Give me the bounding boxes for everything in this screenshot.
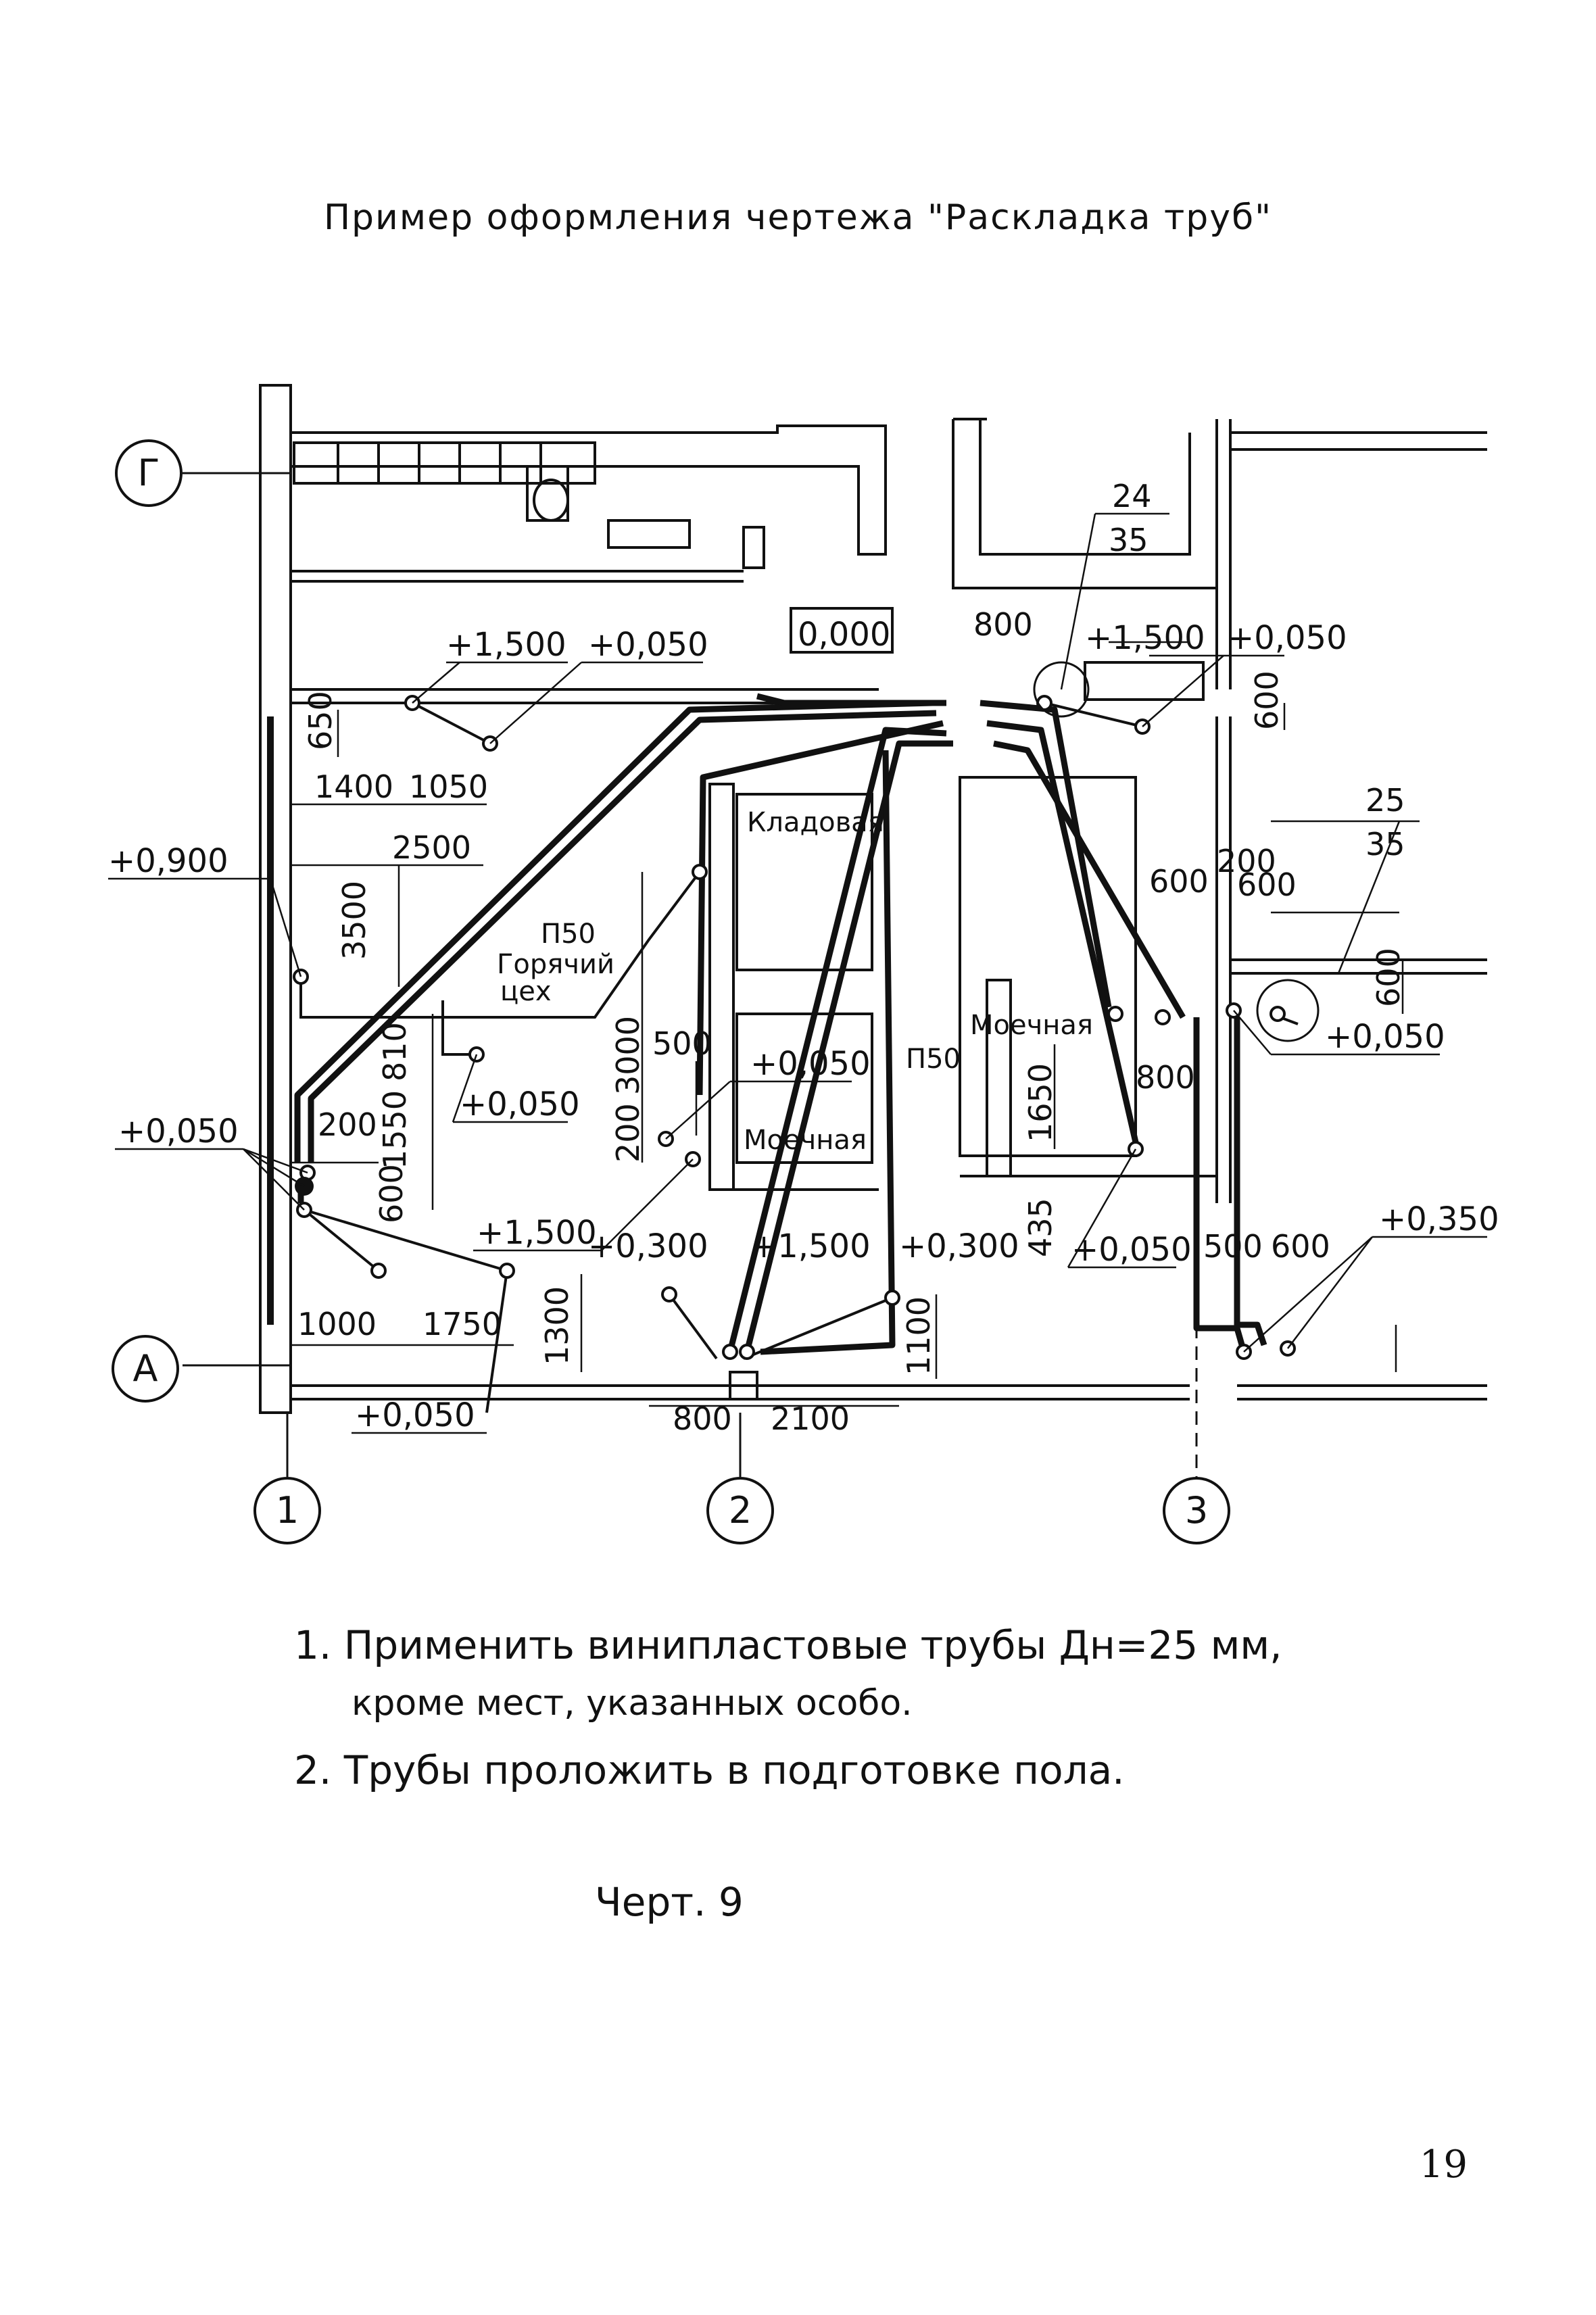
room-hot-shop-line2: цех [500, 976, 552, 1007]
elevation-label: +1,500 [750, 1227, 871, 1265]
room-wash-2-code: П50 [906, 1044, 961, 1075]
dimension-label: 600 [1249, 671, 1285, 730]
dimension-label: 1100 [900, 1296, 937, 1375]
dimension-values: 650 1400 1050 2500 3500 810 1550 200 600… [297, 606, 1407, 1437]
dimension-label: 1550 [377, 1090, 413, 1169]
elevation-label: +0,050 [118, 1113, 239, 1150]
note-line-3: 2. Трубы проложить в подготовке пола. [294, 1747, 1125, 1793]
elevation-label: +0,050 [750, 1045, 871, 1083]
fraction-bottom: 35 [1365, 826, 1405, 862]
room-wash-2: Моечная [744, 1125, 867, 1156]
drawing-caption: Черт. 9 [595, 1879, 744, 1925]
dimension-label: 3500 [336, 881, 372, 960]
dimension-label: 1400 [314, 769, 393, 805]
room-storage: Кладовая [747, 807, 884, 838]
dimension-label: 800 [1136, 1059, 1195, 1096]
dimension-label: 800 [673, 1400, 732, 1437]
note-line-2: кроме мест, указанных особо. [352, 1683, 913, 1724]
elevation-label: +0,050 [355, 1396, 475, 1434]
dimension-label: 435 [1022, 1198, 1059, 1257]
axis-label-g: Г [138, 452, 160, 494]
elevation-label: +1,500 [1085, 619, 1205, 657]
axis-marker-1 [253, 1477, 321, 1544]
dimension-label: 1300 [539, 1286, 575, 1365]
dimension-label: 600 [373, 1164, 410, 1223]
dimension-label: 600 [1237, 867, 1297, 903]
axis-marker-3 [1163, 1477, 1230, 1544]
dimension-label: 200 [318, 1106, 377, 1143]
axis-label-3: 3 [1185, 1489, 1208, 1532]
fraction-top: 24 [1112, 478, 1152, 514]
dimension-label: 200 [1217, 843, 1276, 879]
elevation-label: 0,000 [798, 616, 890, 654]
dimension-label: 600 [1370, 948, 1407, 1007]
axis-markers [112, 439, 1230, 1544]
elevation-label: +0,050 [588, 626, 708, 664]
room-hot-shop-code: П50 [541, 919, 596, 950]
dimension-label: 810 [377, 1022, 413, 1081]
axis-marker-a [112, 1335, 179, 1403]
drawing-title: Пример оформления чертежа "Раскладка тру… [323, 197, 1273, 238]
elevation-label: +1,500 [446, 626, 566, 664]
elevation-label: +1,500 [477, 1214, 597, 1252]
page-number: 19 [1419, 2143, 1468, 2187]
fraction-bottom: 35 [1109, 522, 1148, 558]
dimension-label: 800 [973, 606, 1033, 643]
room-wash-1: Моечная [970, 1010, 1093, 1041]
elevation-label: +0,900 [108, 842, 228, 880]
dimension-label: 500 [652, 1025, 712, 1062]
elevation-label: +0,050 [1227, 619, 1347, 657]
room-hot-shop-line1: Горячий [497, 949, 614, 980]
pipe-layout-plan: Г А 1 2 3 [108, 384, 1499, 1544]
building-walls [259, 384, 1487, 1414]
elevation-label: +0,050 [1071, 1231, 1192, 1269]
dimension-label: 650 [302, 691, 339, 750]
axis-label-a: А [133, 1347, 158, 1390]
axis-label-2: 2 [729, 1489, 752, 1532]
elevation-label: +0,050 [1325, 1018, 1445, 1056]
dimension-label: 600 [1271, 1228, 1330, 1265]
axis-marker-2 [706, 1477, 774, 1544]
elevation-marks: +1,500 +0,050 0,000 +1,500 +0,050 +0,900… [108, 616, 1499, 1434]
elevation-label: +0,300 [588, 1227, 708, 1265]
dimension-label: 1650 [1022, 1063, 1059, 1142]
elevation-label: +0,350 [1379, 1200, 1499, 1238]
elevation-label: +0,050 [460, 1086, 580, 1123]
dimension-label: 2100 [771, 1400, 850, 1437]
room-labels: Кладовая П50 Горячий цех Моечная Моечная… [497, 807, 1093, 1156]
dimension-label: 2500 [392, 829, 471, 866]
elevation-label: +0,300 [899, 1227, 1019, 1265]
detail-references: 24 35 25 35 [1109, 478, 1405, 862]
axis-label-1: 1 [276, 1489, 299, 1532]
dimension-label: 500 [1203, 1228, 1263, 1265]
note-line-1: 1. Применить винипластовые трубы Дн=25 м… [294, 1622, 1282, 1668]
dimension-label: 3000 [610, 1016, 646, 1095]
dimension-label: 1050 [409, 769, 488, 805]
pipe-runs [294, 693, 1267, 1355]
dimension-lines [108, 512, 1487, 1434]
detail-circles [1033, 661, 1320, 1042]
dimension-label: 1750 [422, 1306, 502, 1342]
dimension-label: 200 [610, 1103, 646, 1163]
fraction-top: 25 [1365, 782, 1405, 819]
dimension-label: 1000 [297, 1306, 377, 1342]
dimension-label: 600 [1149, 863, 1209, 900]
axis-marker-g [115, 439, 183, 507]
